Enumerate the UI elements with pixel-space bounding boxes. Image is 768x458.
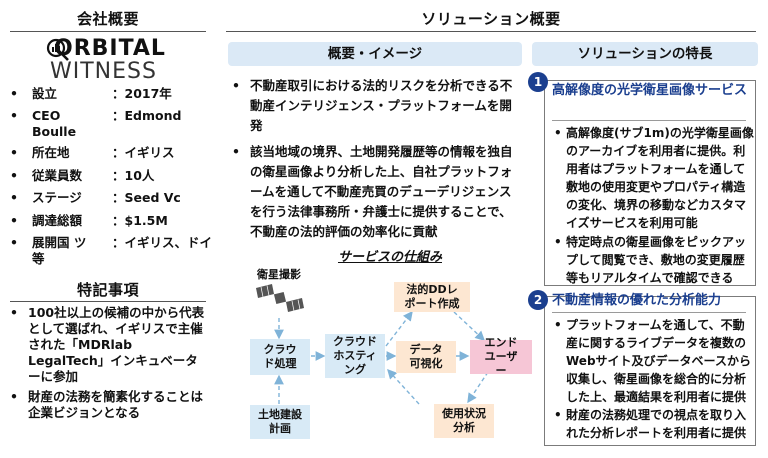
divider bbox=[10, 31, 206, 32]
feature-title: 不動産情報の優れた分析能力 bbox=[552, 293, 722, 308]
solution-title: ソリューション概要 bbox=[421, 10, 561, 28]
bullet: • bbox=[554, 408, 562, 422]
bullet: • bbox=[10, 389, 18, 404]
satellite-label: 衛星撮影 bbox=[257, 268, 301, 281]
overview-label: ステージ bbox=[32, 190, 82, 205]
feature-box-1 bbox=[544, 80, 756, 286]
satellite-icon bbox=[256, 284, 304, 312]
node-land-plan: 土地建設計画 bbox=[250, 405, 310, 439]
feature-number-badge: 2 bbox=[528, 290, 548, 310]
node-usage-analysis: 使用状況分析 bbox=[434, 404, 494, 438]
overview-value: ：2017年 bbox=[112, 86, 172, 101]
feature-title: 高解像度の光学衛星画像サービス bbox=[552, 83, 748, 98]
company-overview-title: 会社概要 bbox=[76, 10, 139, 28]
diagram-title: サービスの仕組み bbox=[337, 250, 442, 265]
node-end-user: エンドユーザー bbox=[470, 336, 532, 377]
features-pill: ソリューションの特長 bbox=[532, 42, 758, 66]
bullet: • bbox=[232, 144, 240, 159]
feature-bullet-text: プラットフォームを通して、不動産に関するライブデータを複数のWebサイト及びデー… bbox=[566, 318, 751, 404]
divider bbox=[552, 120, 746, 121]
divider bbox=[226, 31, 756, 32]
solution-bullet-text: 該当地域の境界、土地開発履歴等の情報を独自の衛星画像より分析した上、自社プラット… bbox=[250, 144, 513, 239]
bullet: • bbox=[10, 213, 18, 228]
solution-bullet-text: 不動産取引における法的リスクを分析できる不動産インテリジェンス・プラットフォーム… bbox=[250, 78, 513, 133]
overview-value: ：10人 bbox=[112, 168, 155, 183]
node-legal-dd: 法的DDレポート作成 bbox=[394, 282, 470, 312]
magnifier-logo-icon bbox=[46, 38, 69, 61]
overview-label: 設立 bbox=[32, 86, 58, 101]
overview-label: 従業員数 bbox=[32, 168, 83, 183]
logo-text-witness: WITNESS bbox=[50, 59, 157, 84]
note-text: 財産の法務を簡素化することは企業ビジョンとなる bbox=[28, 389, 204, 420]
bullet: • bbox=[554, 318, 562, 332]
overview-label: 調達総額 bbox=[32, 213, 83, 228]
feature-bullet-text: 財産の法務処理での視点を取り入れた分析レポートを利用者に提供 bbox=[566, 408, 747, 440]
bullet: • bbox=[10, 168, 18, 183]
bullet: • bbox=[10, 305, 18, 320]
overview-label: CEO Boulle bbox=[32, 108, 77, 139]
overview-value: ：イギリス bbox=[112, 145, 175, 160]
overview-value: ：Seed Vc bbox=[112, 190, 181, 205]
node-cloud-processing: クラウド処理 bbox=[250, 339, 310, 375]
company-logo: ORBITAL WITNESS bbox=[46, 36, 168, 85]
feature-bullet-text: 高解像度(サブ1m)の光学衛星画像のアーカイブを利用者に提供。利用者はプラットフ… bbox=[566, 126, 754, 230]
bullet: • bbox=[554, 235, 562, 249]
overview-label: 所在地 bbox=[32, 145, 70, 160]
overview-image-pill: 概要・イメージ bbox=[228, 42, 522, 66]
divider bbox=[10, 301, 206, 302]
feature-box-2 bbox=[544, 296, 756, 446]
note-text: 100社以上の候補の中から代表として選ばれ、イギリスで主催された「MDRlab … bbox=[28, 305, 205, 384]
bullet: • bbox=[10, 190, 18, 205]
overview-label: 展開国 ツ等 bbox=[32, 235, 87, 266]
notes-title: 特記事項 bbox=[76, 281, 139, 299]
overview-value: ：イギリス、ドイ bbox=[112, 235, 213, 250]
bullet: • bbox=[10, 235, 18, 250]
bullet: • bbox=[10, 145, 18, 160]
bullet: • bbox=[232, 78, 240, 93]
bullet: • bbox=[10, 86, 18, 101]
logo-text-orbital: ORBITAL bbox=[54, 36, 166, 61]
bullet: • bbox=[554, 126, 562, 140]
feature-number-badge: 1 bbox=[528, 72, 548, 92]
bullet: • bbox=[10, 108, 18, 123]
overview-value: ：$1.5M bbox=[112, 213, 168, 228]
node-data-viz: データ可視化 bbox=[396, 341, 456, 373]
feature-bullet-text: 特定時点の衛星画像をピックアップして閲覧でき、敷地の変更履歴等もリアルタイムで確… bbox=[566, 235, 747, 285]
divider bbox=[552, 312, 746, 313]
overview-value: ：Edmond bbox=[112, 108, 182, 123]
node-cloud-hosting: クラウドホスティング bbox=[325, 334, 385, 378]
